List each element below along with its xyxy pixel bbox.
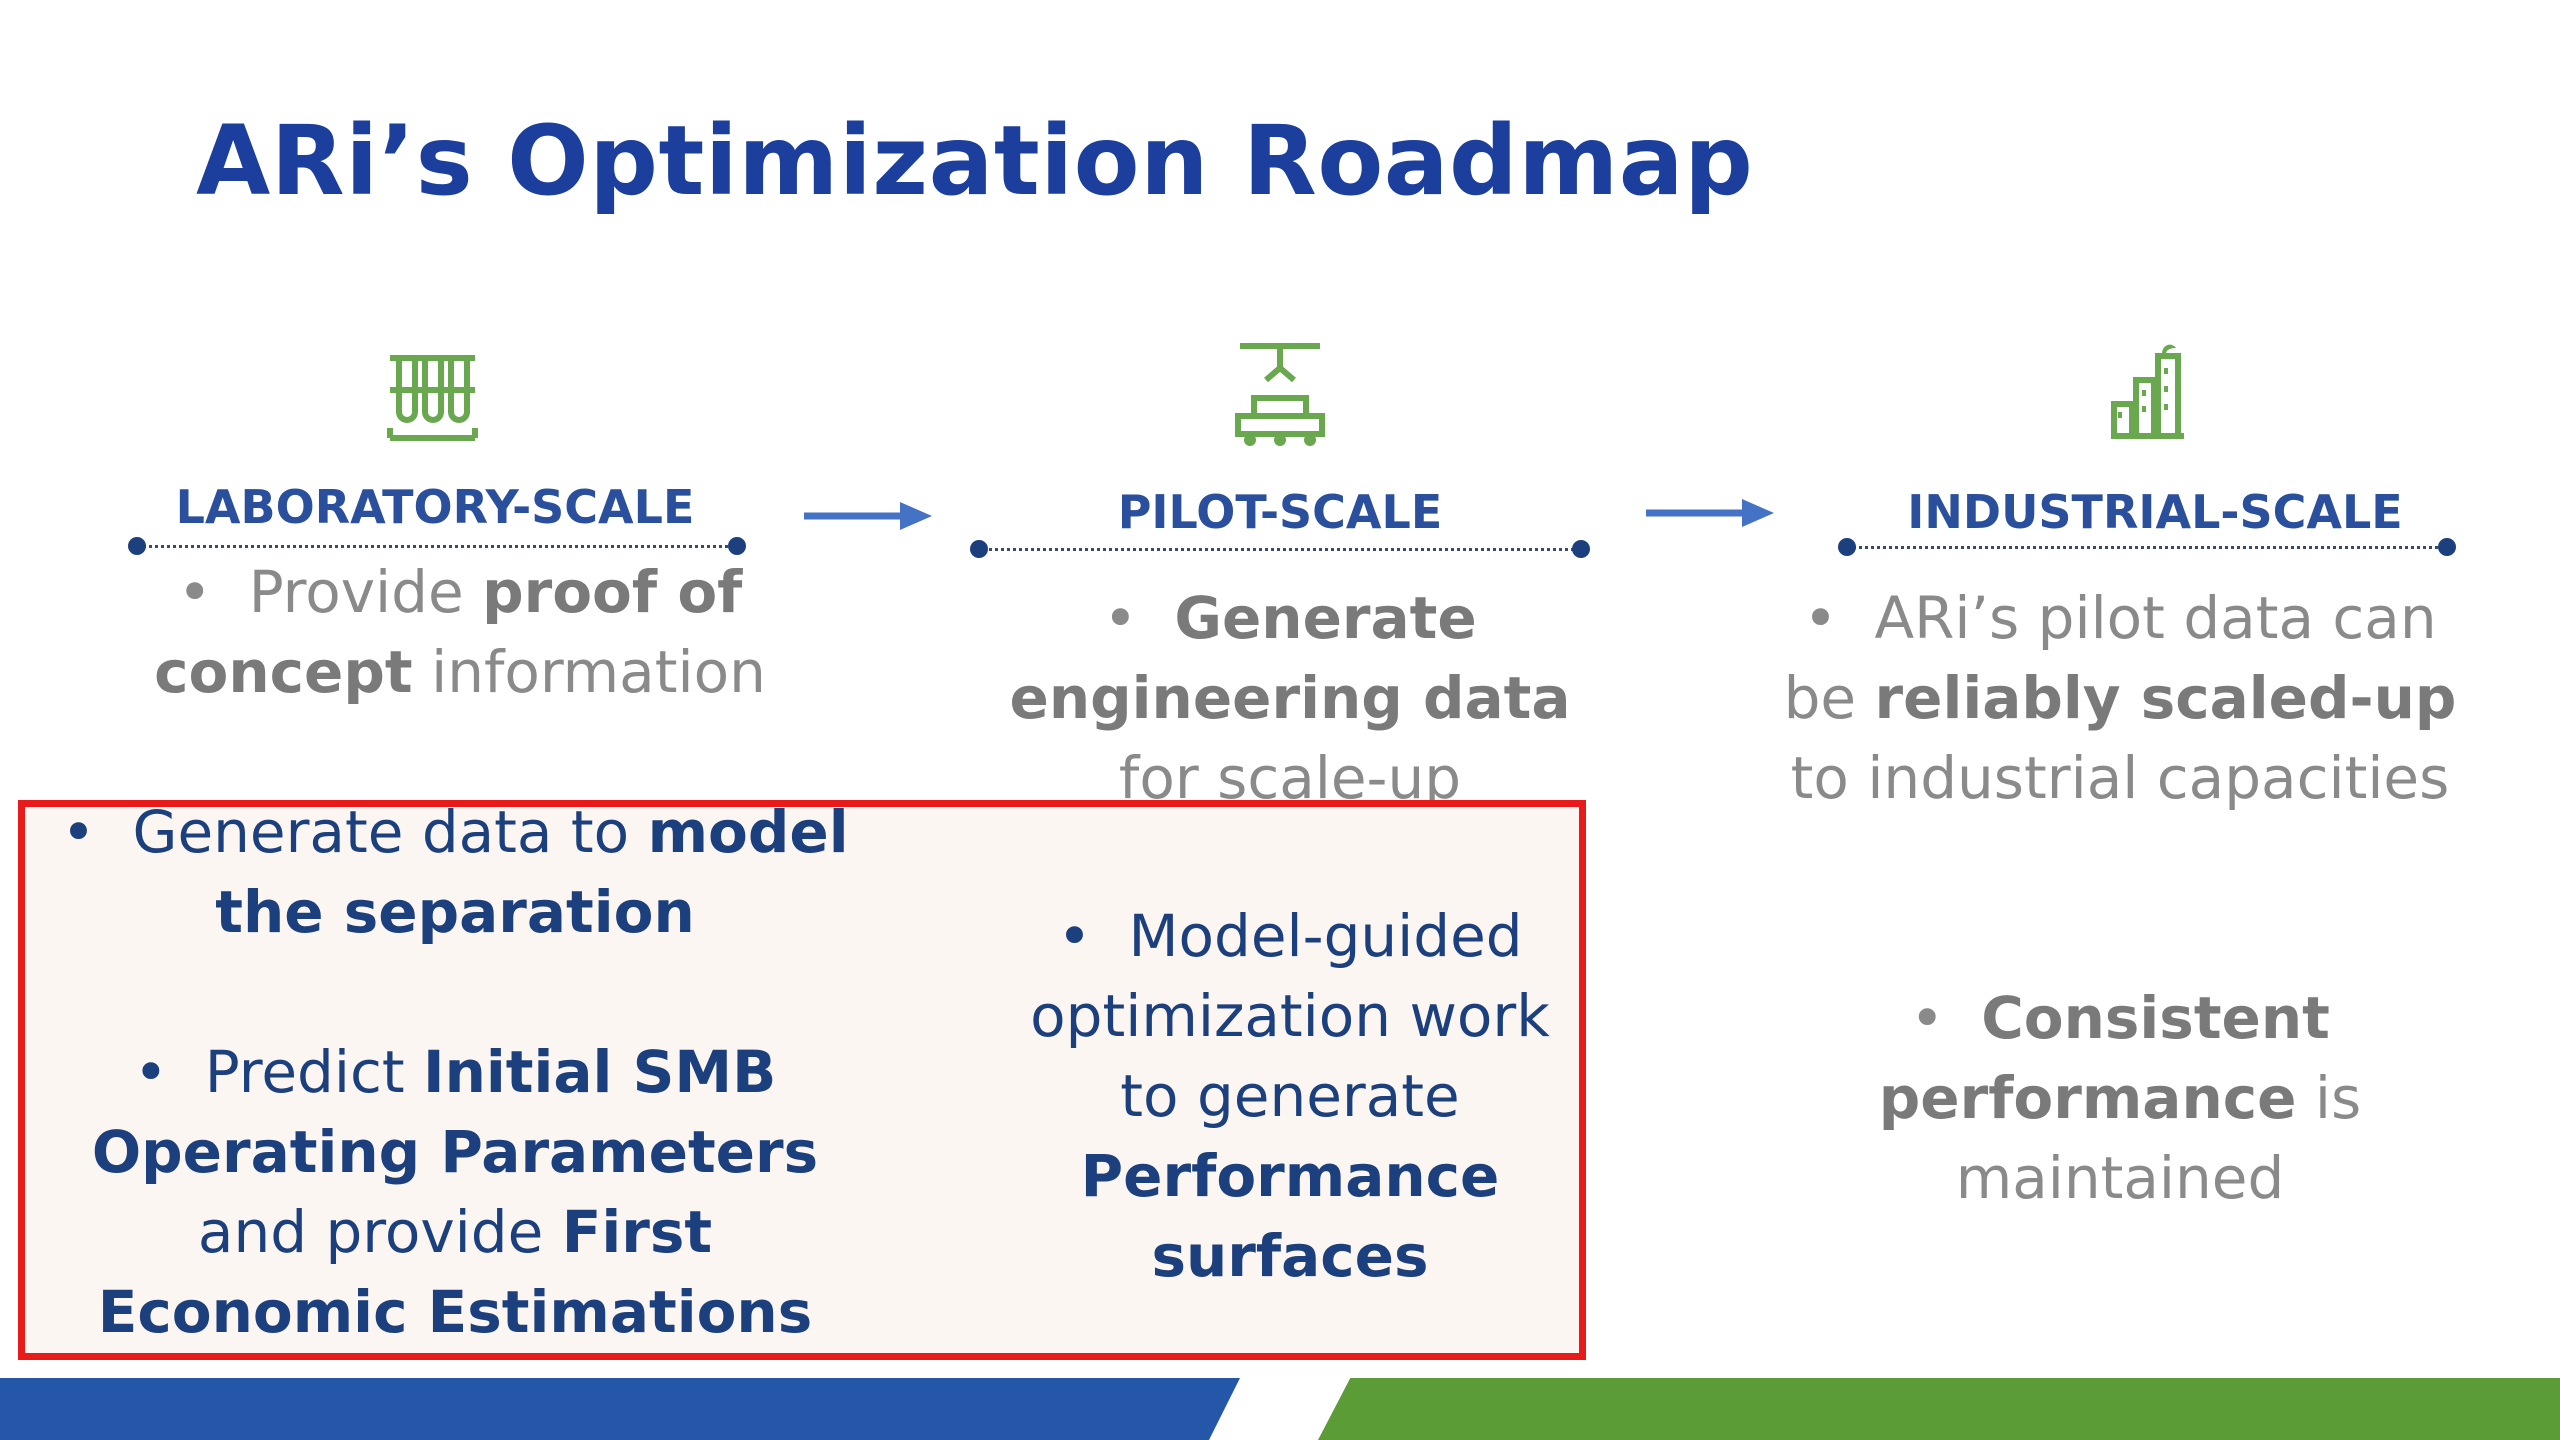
stage-divider-pilot <box>978 548 1580 551</box>
stage-divider-industrial <box>1846 546 2446 549</box>
footer-band-blue <box>0 1378 1240 1440</box>
stage-bullet-pilot: • Generate engineering data for scale-up <box>1009 584 1571 812</box>
divider-dot <box>1838 538 1856 556</box>
divider-dot <box>128 537 146 555</box>
industrial-building-icon <box>2111 344 2184 439</box>
stage-heading-industrial: INDUSTRIAL-SCALE <box>1907 485 2403 539</box>
test-tubes-icon <box>387 355 478 441</box>
stage-heading-laboratory: LABORATORY-SCALE <box>175 480 695 534</box>
arrow-right-icon <box>804 502 932 530</box>
highlight-bullet-performance: • Model-guided optimization work to gene… <box>1030 902 1550 1290</box>
stage-bullet-laboratory: • Provide proof of concept information <box>154 558 766 706</box>
highlight-bullet-model: • Generate data to model the separation <box>61 798 849 946</box>
stage-bullet-industrial-2: • Consistent performance is maintained <box>1878 984 2362 1212</box>
highlight-box <box>18 800 1586 1360</box>
stage-bullet-industrial-1: • ARi’s pilot data can be reliably scale… <box>1783 584 2457 812</box>
slide-title: ARi’s Optimization Roadmap <box>196 105 1754 217</box>
conveyor-robot-arm-icon <box>1235 343 1325 446</box>
divider-dot <box>1572 540 1590 558</box>
highlight-bullet-predict: • Predict Initial SMB Operating Paramete… <box>91 1038 819 1346</box>
footer-band-green <box>1318 1378 2560 1440</box>
arrow-right-icon <box>1646 499 1774 527</box>
divider-dot <box>728 537 746 555</box>
stage-divider-laboratory <box>136 545 736 548</box>
stage-heading-pilot: PILOT-SCALE <box>1117 485 1443 539</box>
divider-dot <box>2438 538 2456 556</box>
divider-dot <box>970 540 988 558</box>
